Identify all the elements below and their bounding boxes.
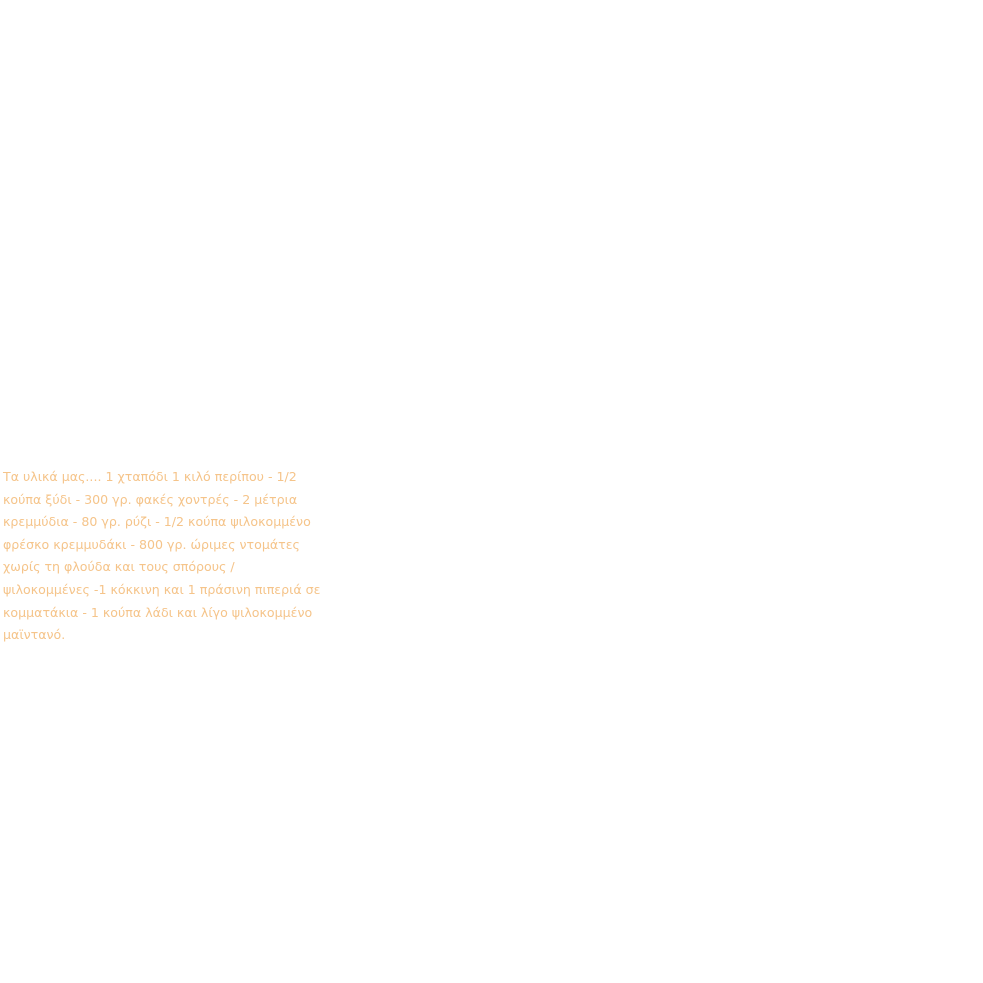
recipe-text-line: κούπα ξύδι - 300 γρ. φακές χοντρές - 2 μ… <box>3 491 298 507</box>
recipe-text-line: Τα υλικά μας.... 1 χταπόδι 1 κιλό περίπο… <box>3 469 297 484</box>
recipe-text-line: κρεμμύδια - 80 γρ. ρύζι - 1/2 κούπα ψιλο… <box>3 514 311 530</box>
recipe-ingredients-text: Τα υλικά μας.... 1 χταπόδι 1 κιλό περίπο… <box>3 466 323 647</box>
recipe-text-line: χωρίς τη φλούδα και τους σπόρους / <box>3 559 235 575</box>
recipe-text-line: μαϊντανό. <box>3 627 66 643</box>
recipe-text-line: φρέσκο κρεμμυδάκι - 800 γρ. ώριμες ντομά… <box>3 536 300 552</box>
recipe-text-line: κομματάκια - 1 κούπα λάδι και λίγο ψιλοκ… <box>3 604 313 620</box>
recipe-text-line: ψιλοκομμένες -1 κόκκινη και 1 πράσινη πι… <box>3 581 321 597</box>
